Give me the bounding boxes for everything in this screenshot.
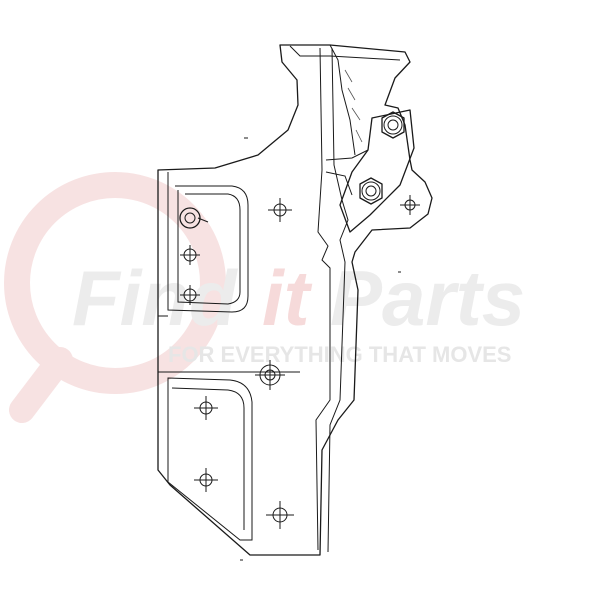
bracket-outline [157, 44, 433, 556]
flange-hatch [344, 69, 363, 143]
hole-marks [180, 195, 420, 529]
hole-large-top [179, 207, 209, 229]
watermark-brand-find: Find [72, 254, 238, 342]
plate-edge [325, 149, 369, 196]
watermark-brand-parts: Parts [330, 254, 525, 342]
watermark-brand-it: it [262, 254, 313, 342]
flange-top [329, 44, 356, 156]
bracket-spine [315, 47, 331, 551]
bolt-plate [339, 109, 415, 233]
bracket-spine-inner [327, 47, 349, 553]
upper-pocket [167, 172, 249, 313]
hex-nut-lower [359, 177, 383, 205]
magnifier-icon [4, 172, 226, 423]
lower-pocket-inner [171, 387, 245, 530]
lower-pocket [167, 377, 253, 541]
upper-pocket-inner [177, 190, 241, 305]
top-return [289, 45, 401, 61]
watermark-tagline: FOR EVERYTHING THAT MOVES [168, 342, 511, 367]
hex-nut-upper [381, 111, 405, 139]
drawing-ticks [240, 137, 401, 561]
